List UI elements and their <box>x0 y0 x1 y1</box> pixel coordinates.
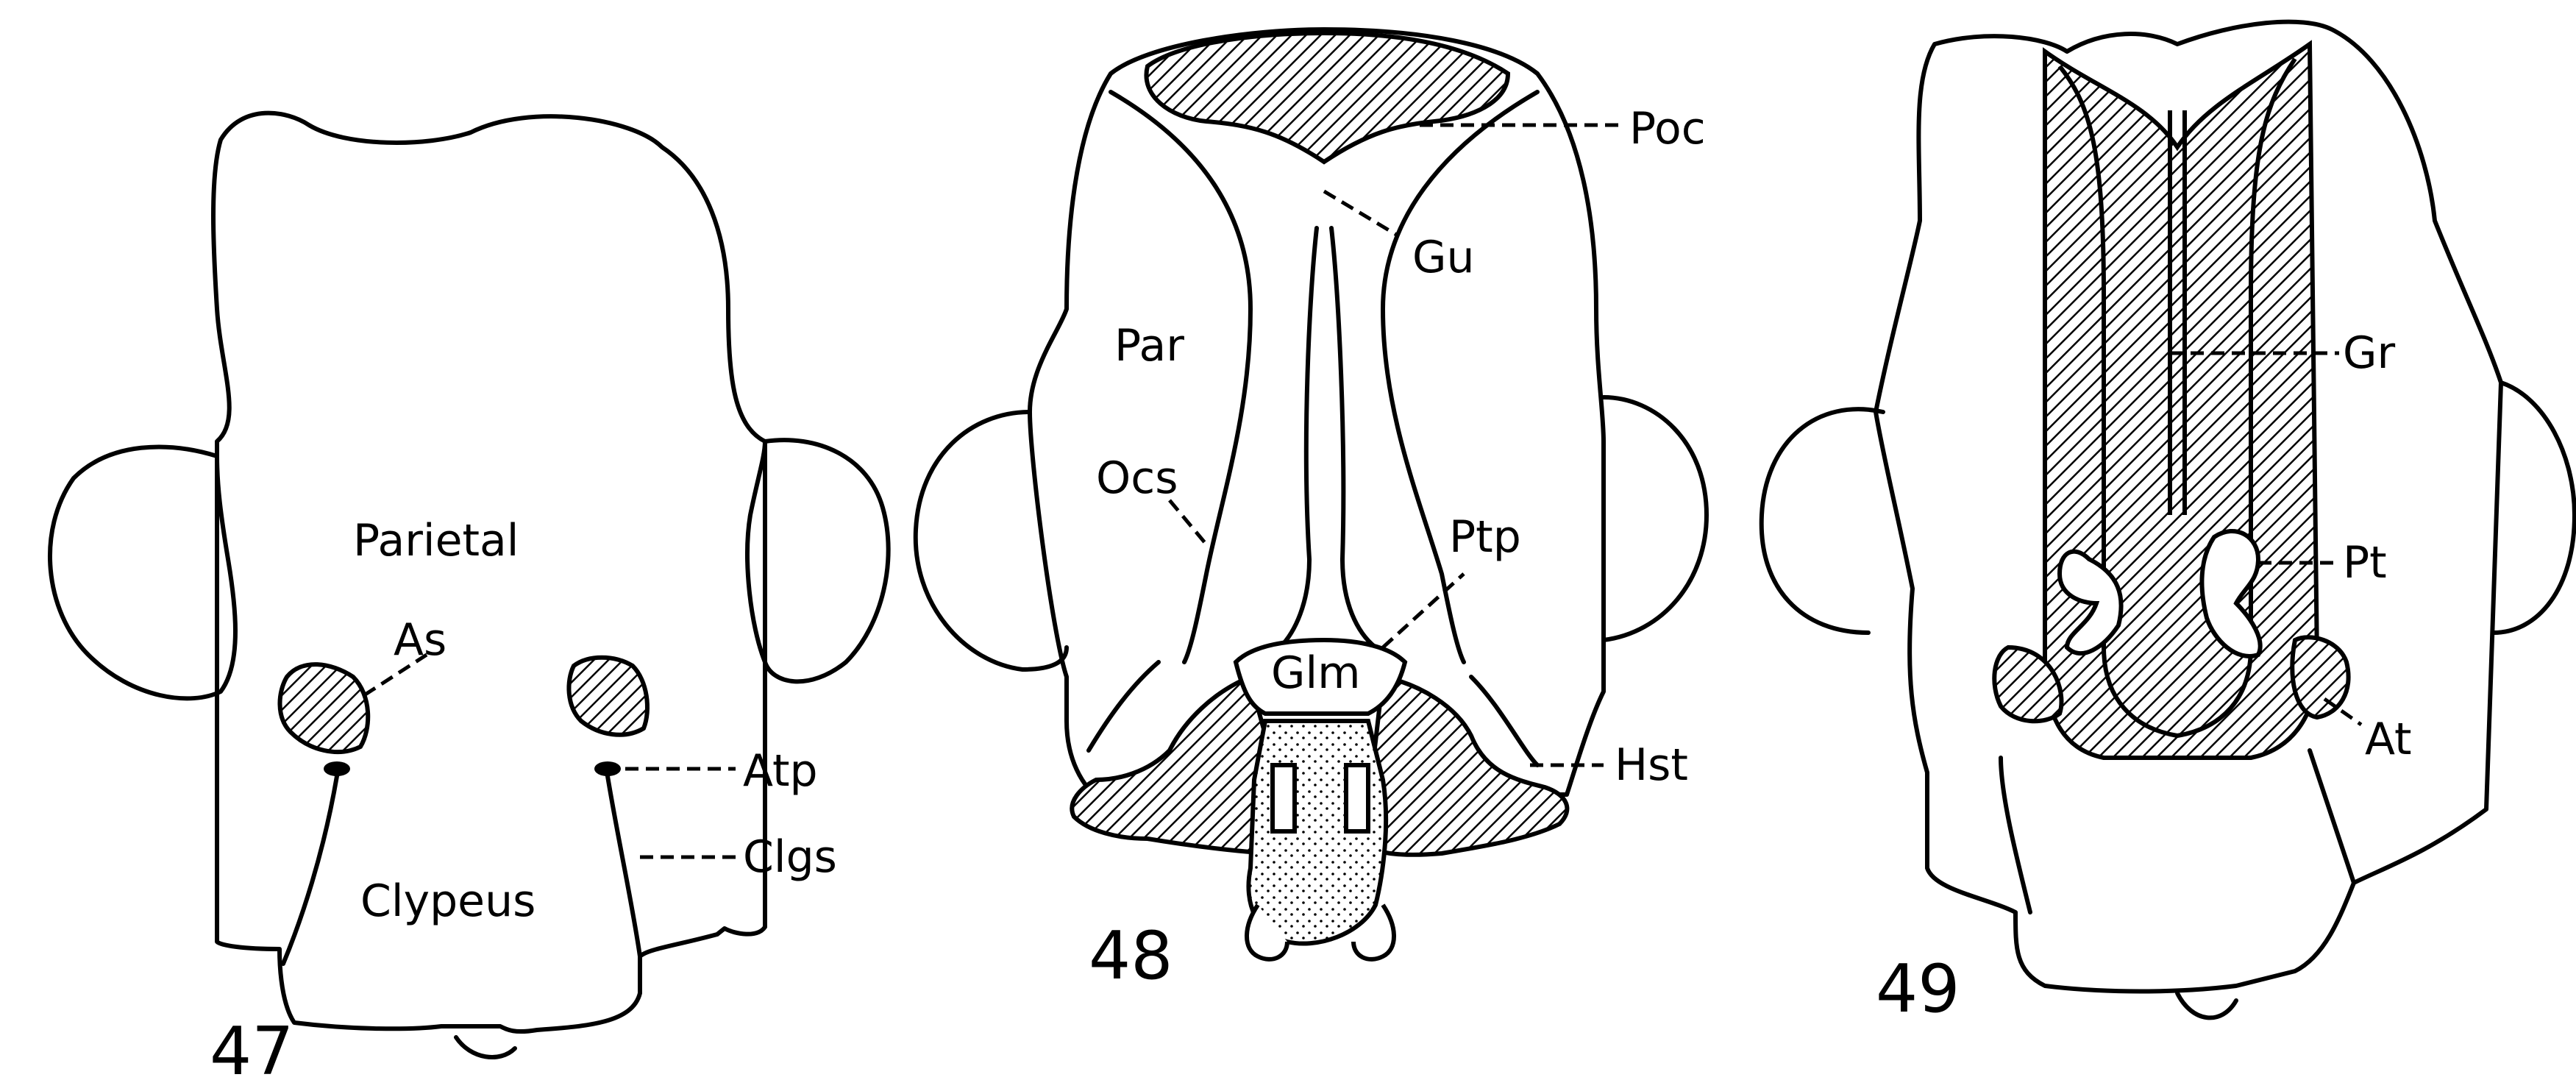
gular-inner-line-right <box>1331 228 1376 647</box>
label-ocs: Ocs <box>1096 452 1178 504</box>
left-clypeal-suture <box>283 776 337 964</box>
figure-number-49: 49 <box>1876 951 1960 1028</box>
mouthpart-left <box>2001 758 2030 912</box>
right-eye <box>2494 383 2575 633</box>
left-eye <box>50 447 235 699</box>
labrum-tip <box>2177 993 2236 1017</box>
label-glm: Glm <box>1271 647 1361 699</box>
right-anterior-tentorium <box>2292 637 2348 717</box>
right-anterior-tentorial-pit <box>594 761 621 776</box>
label-antennal-socket: As <box>394 614 446 666</box>
hypostomal-margin-left <box>1089 662 1159 750</box>
labrum-tip <box>456 1037 515 1057</box>
label-gr: Gr <box>2343 327 2395 379</box>
figure-number-48: 48 <box>1089 917 1173 995</box>
label-at: At <box>2365 714 2412 765</box>
label-clypeus: Clypeus <box>360 875 536 927</box>
occipital-foramen <box>1146 33 1508 162</box>
label-clgs: Clgs <box>743 831 837 883</box>
left-eye <box>1762 409 1883 633</box>
right-eye <box>747 440 889 681</box>
label-poc: Poc <box>1629 103 1706 154</box>
label-atp: Atp <box>743 745 818 797</box>
left-antennal-socket <box>280 664 368 752</box>
label-pt: Pt <box>2343 537 2387 589</box>
right-eye <box>1604 397 1707 640</box>
label-parietal: Parietal <box>353 515 519 566</box>
left-occipital-suture <box>1111 92 1250 662</box>
label-gu: Gu <box>1412 232 1475 283</box>
label-ptp: Ptp <box>1449 511 1521 563</box>
leader-lines-47 <box>364 655 736 857</box>
right-antennal-socket <box>569 658 647 735</box>
right-clypeal-suture <box>608 776 640 956</box>
label-hst: Hst <box>1615 739 1688 791</box>
label-par: Par <box>1114 320 1184 372</box>
mouthpart-right <box>2310 750 2354 883</box>
left-anterior-tentorial-pit <box>324 761 350 776</box>
figure-number-47: 47 <box>210 1013 294 1076</box>
gular-inner-line-left <box>1280 228 1317 647</box>
